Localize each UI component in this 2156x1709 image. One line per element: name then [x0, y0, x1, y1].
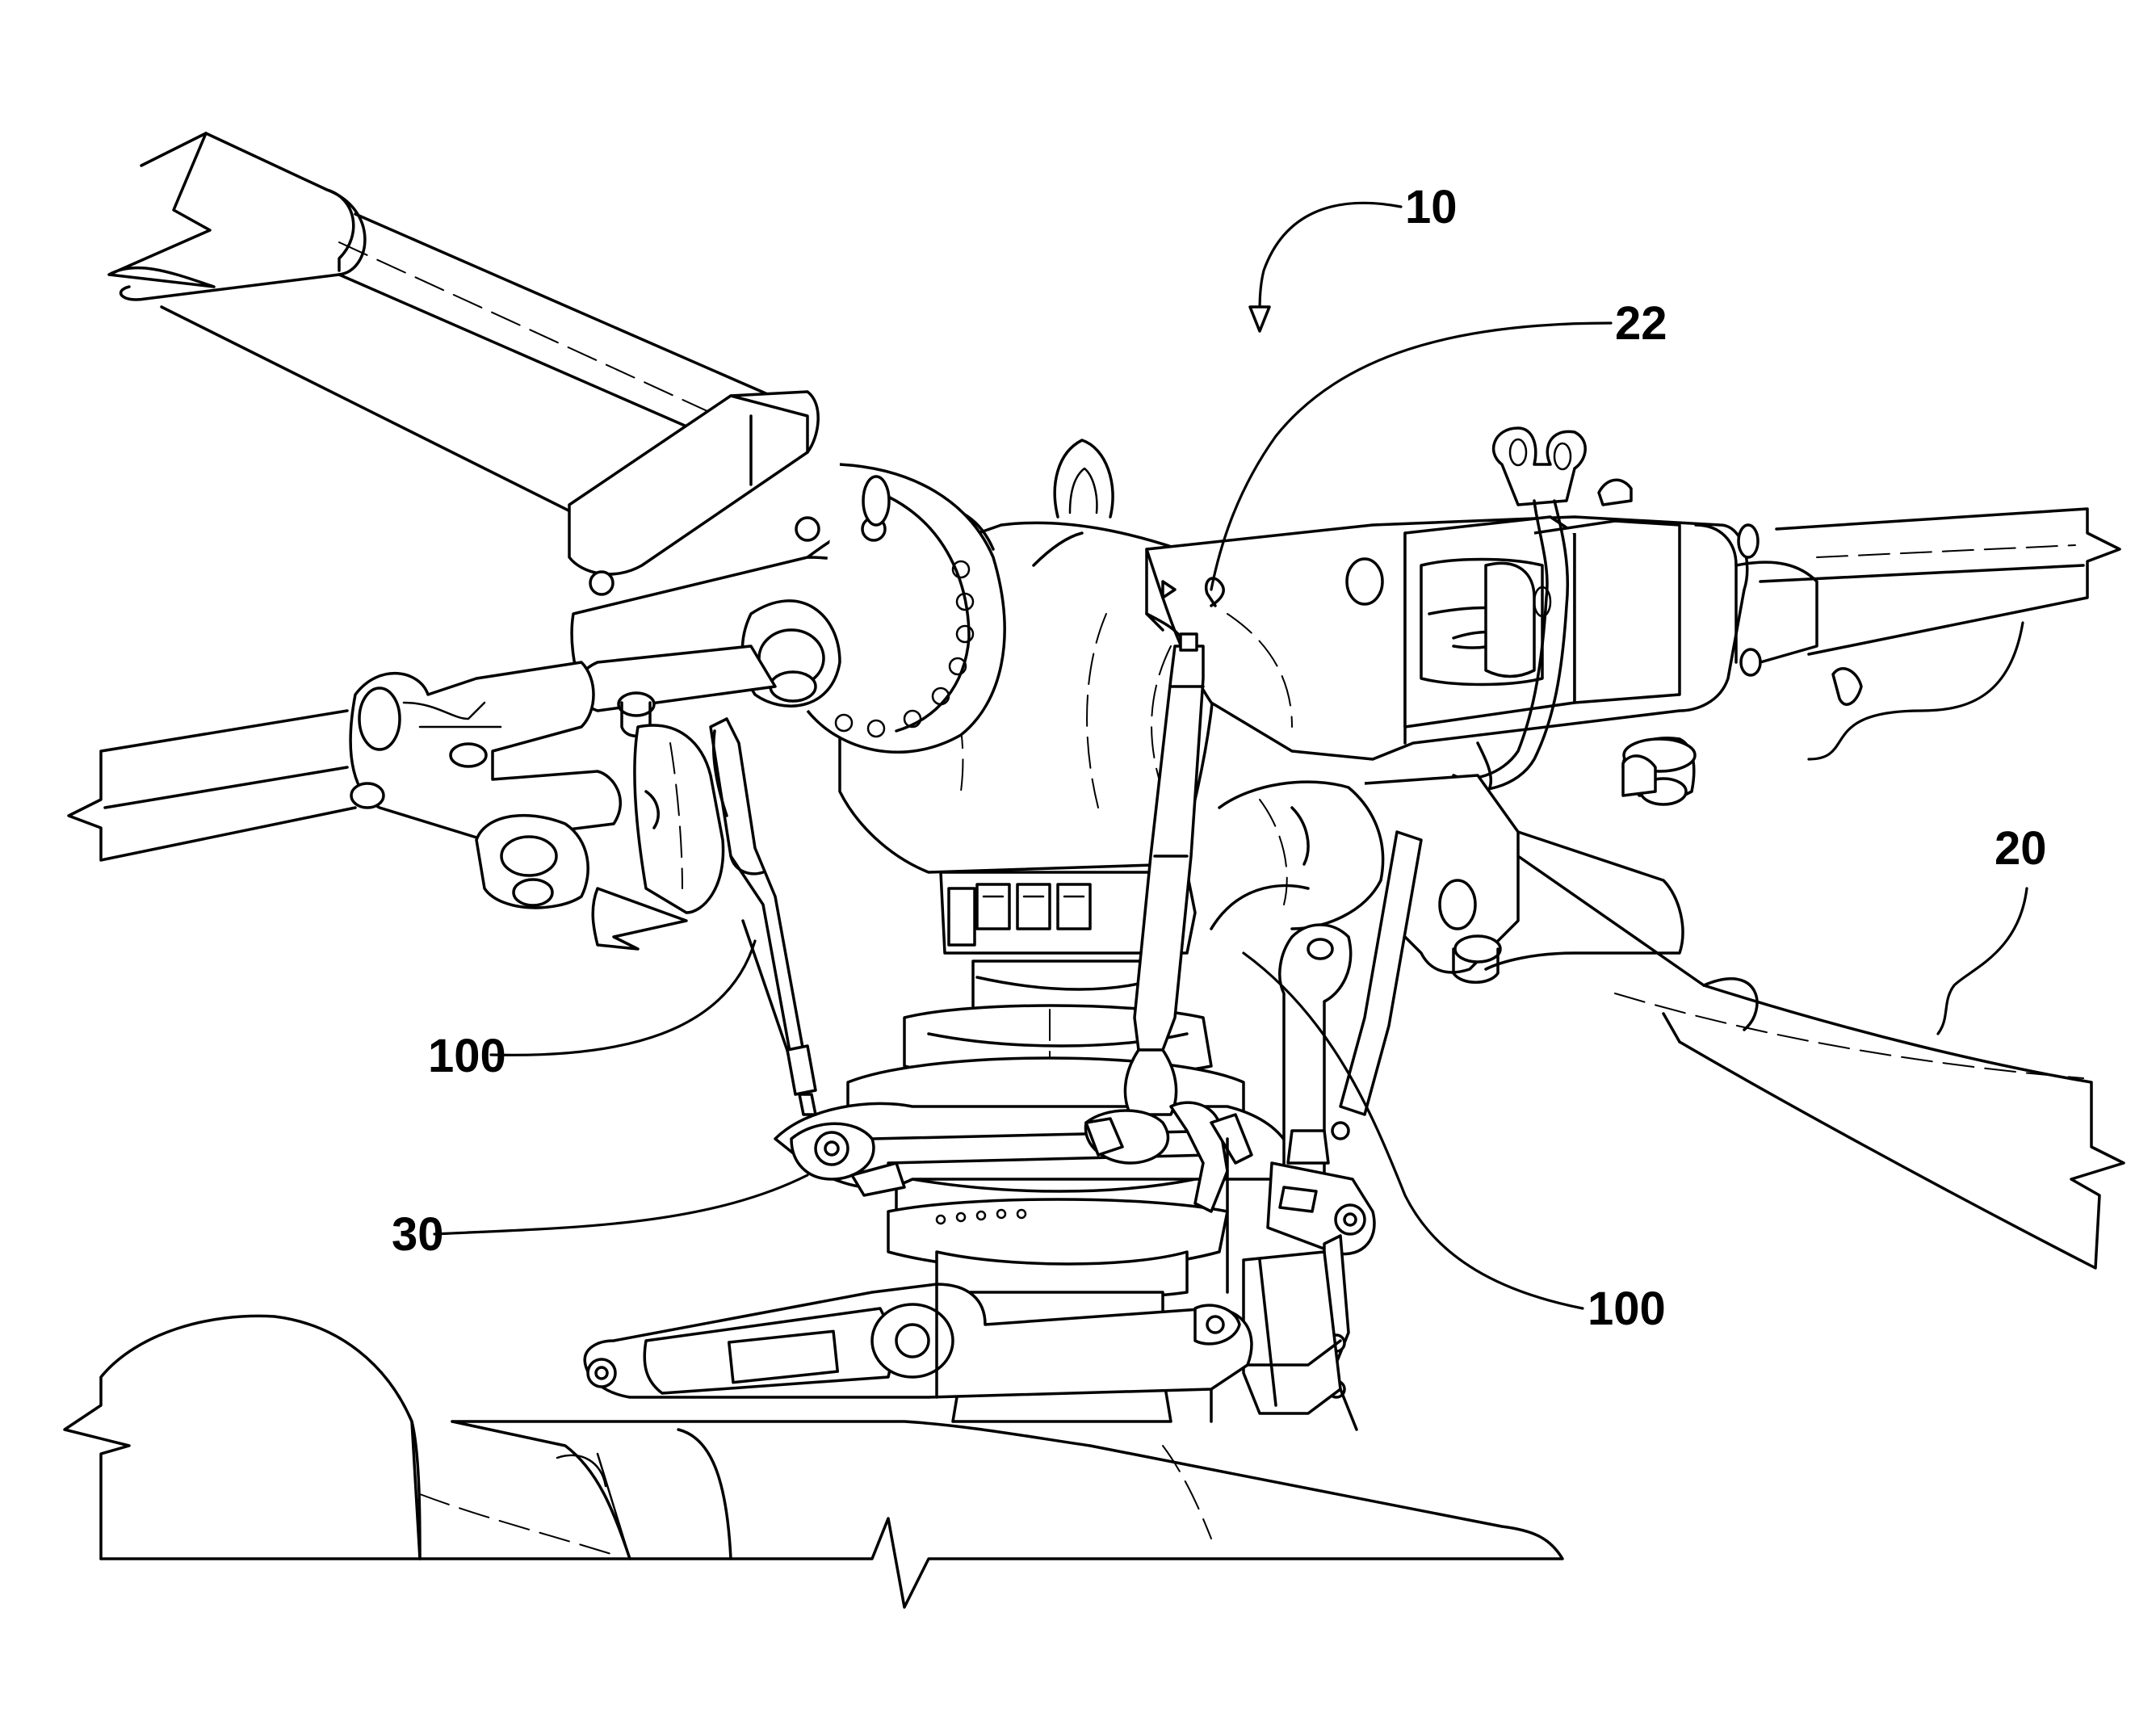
numeral-100-left: 100 [428, 1030, 506, 1082]
numeral-22: 22 [1615, 297, 1667, 350]
leader-100-left [491, 941, 755, 1055]
numeral-10: 10 [1405, 181, 1458, 233]
blade-left [69, 711, 355, 860]
numeral-20: 20 [1995, 822, 2047, 875]
blade-grip-left [350, 662, 723, 949]
numeral-100-right: 100 [1588, 1283, 1666, 1335]
blade-right-upper [1760, 509, 2120, 654]
leader-30 [434, 1175, 807, 1234]
blade-grip-lower-right [1211, 775, 1683, 982]
blade-grip-upper-left [569, 392, 1005, 752]
blade-right-lower [1518, 856, 2124, 1268]
leader-20b [1938, 888, 2027, 1034]
blade-grip-right [1147, 428, 1861, 804]
arrowhead-10 [1250, 307, 1269, 331]
numeral-30: 30 [392, 1208, 444, 1261]
pitch-link-left [711, 719, 816, 1115]
leader-10 [1260, 203, 1401, 315]
